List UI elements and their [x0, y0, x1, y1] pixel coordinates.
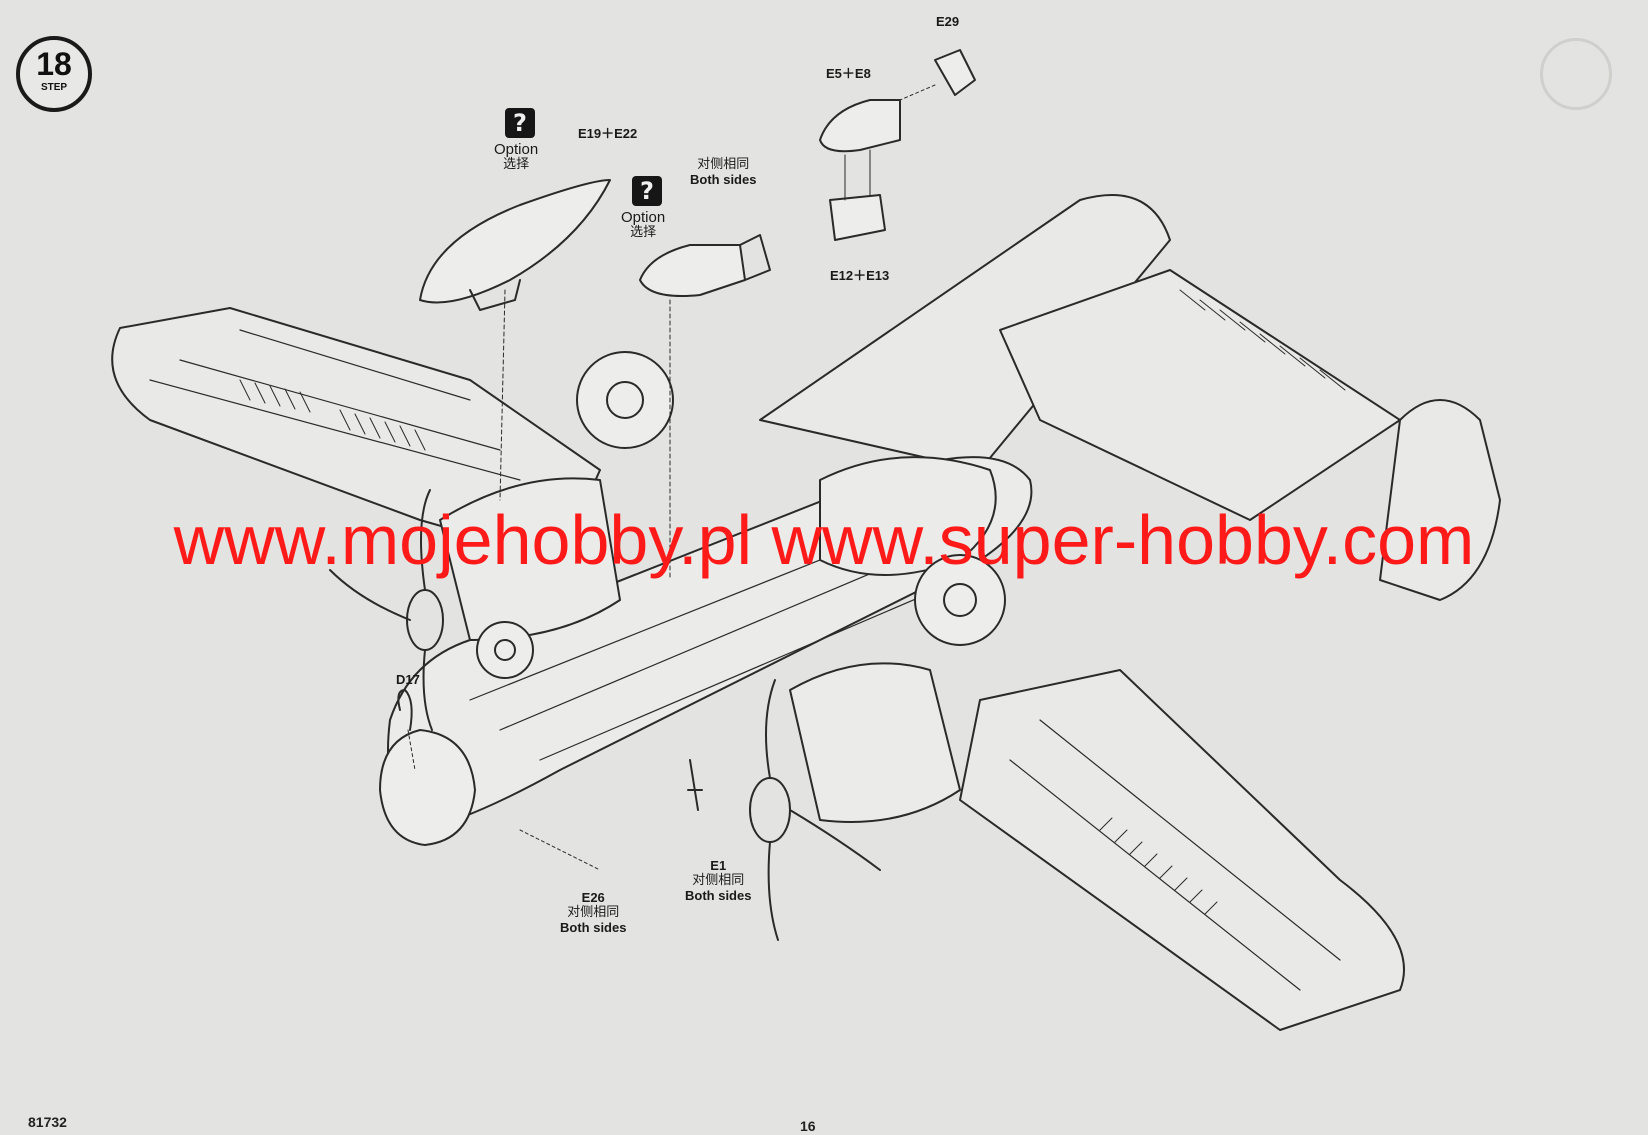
page-number: 16 [800, 1118, 816, 1134]
both-sides-cn: 对侧相同 [692, 873, 745, 888]
right-propeller [749, 679, 881, 941]
part-e29 [934, 49, 976, 96]
callout-d17: D17 [396, 672, 420, 687]
main-wheel-right [914, 554, 1006, 646]
step-label: STEP [40, 82, 68, 93]
part-e1 [687, 759, 703, 811]
callout-e26: E26 [581, 890, 605, 905]
both-sides-en: Both sides [560, 920, 627, 935]
next-step-ghost-badge [1540, 38, 1612, 110]
callout-e29: E29 [936, 14, 960, 29]
part-d17 [397, 689, 413, 731]
option-text-cn: 选择 [503, 157, 530, 172]
horizontal-stabilizer [999, 269, 1401, 521]
nose-wheel [476, 621, 534, 679]
nose-cone [379, 729, 476, 846]
callout-e26-group: E26 对侧相同 Both sides [560, 890, 626, 935]
left-propeller [329, 489, 444, 731]
rocket-pod-e5-e8 [819, 99, 901, 153]
option-label-bomb: Option 选择 [621, 210, 665, 240]
option-text-en: Option [621, 209, 666, 226]
both-sides-en: Both sides [690, 172, 757, 187]
callout-e1-group: E1 对侧相同 Both sides [685, 858, 751, 903]
both-sides-cn: 对侧相同 [567, 905, 620, 920]
callout-e5-e8: E5＋E8 [826, 66, 871, 81]
option-text-cn: 选择 [630, 225, 657, 240]
option-label-drop-tank: Option 选择 [494, 142, 538, 172]
right-vertical-tail [1379, 399, 1501, 601]
callout-e19-e22: E19＋E22 [578, 126, 638, 141]
pylon-e12-e13 [829, 194, 886, 241]
option-icon-bomb: ? [632, 176, 662, 206]
left-wing-hatching [239, 379, 426, 451]
right-engine-nacelle [789, 662, 961, 823]
both-sides-bomb: 对侧相同 Both sides [690, 157, 756, 187]
right-engine-cowling [819, 456, 997, 576]
main-wheel-top [576, 351, 674, 449]
option-icon-drop-tank: ? [505, 108, 535, 138]
option-text-en: Option [494, 141, 539, 158]
both-sides-en: Both sides [685, 888, 752, 903]
kit-code: 81732 [28, 1114, 67, 1130]
watermark-text: www.mojehobby.pl www.super-hobby.com [173, 501, 1475, 579]
step-badge: 18 STEP [16, 36, 92, 112]
step-number: 18 [36, 46, 72, 82]
tail-boom [759, 194, 1171, 471]
callout-e1: E1 [710, 858, 727, 873]
both-sides-cn: 对侧相同 [697, 157, 750, 172]
right-wing [959, 669, 1405, 1031]
bomb-option [639, 244, 746, 297]
drop-tank-option [419, 179, 611, 304]
callout-e12-e13: E12＋E13 [830, 268, 890, 283]
